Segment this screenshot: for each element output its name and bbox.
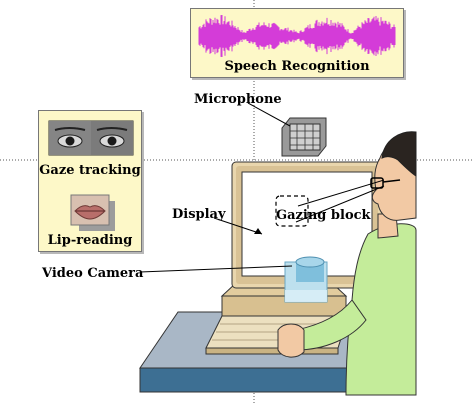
lip-reading-caption: Lip-reading (47, 233, 133, 248)
hand (277, 323, 305, 358)
vision-input-panel: Gaze tracking Lip-reading (38, 110, 142, 252)
gazing-block-box (275, 195, 309, 227)
hair (381, 131, 417, 177)
video-camera-pointer-line (139, 265, 293, 273)
vision-images (48, 120, 134, 231)
speech-recognition-caption: Speech Recognition (224, 59, 370, 74)
display-label: Display (172, 207, 226, 222)
microphone-icon (281, 117, 327, 157)
person-user (277, 131, 417, 396)
gazing-block-label: Gazing block (276, 208, 371, 223)
gaze-tracking-caption: Gaze tracking (39, 163, 141, 178)
eyes-image (48, 120, 134, 156)
monitor (205, 161, 383, 355)
video-camera-label: Video Camera (42, 266, 144, 281)
speech-recognition-panel: Speech Recognition (190, 8, 404, 78)
glasses-icon (370, 177, 401, 189)
gaze-line-lower (295, 185, 385, 223)
video-camera-icon (284, 256, 328, 303)
speech-waveform-icon (198, 15, 396, 57)
display-pointer-line (213, 217, 263, 235)
lips-image (70, 194, 115, 231)
microphone-label: Microphone (194, 92, 282, 107)
microphone-pointer-line (247, 102, 291, 127)
gaze-line-upper (297, 179, 385, 207)
